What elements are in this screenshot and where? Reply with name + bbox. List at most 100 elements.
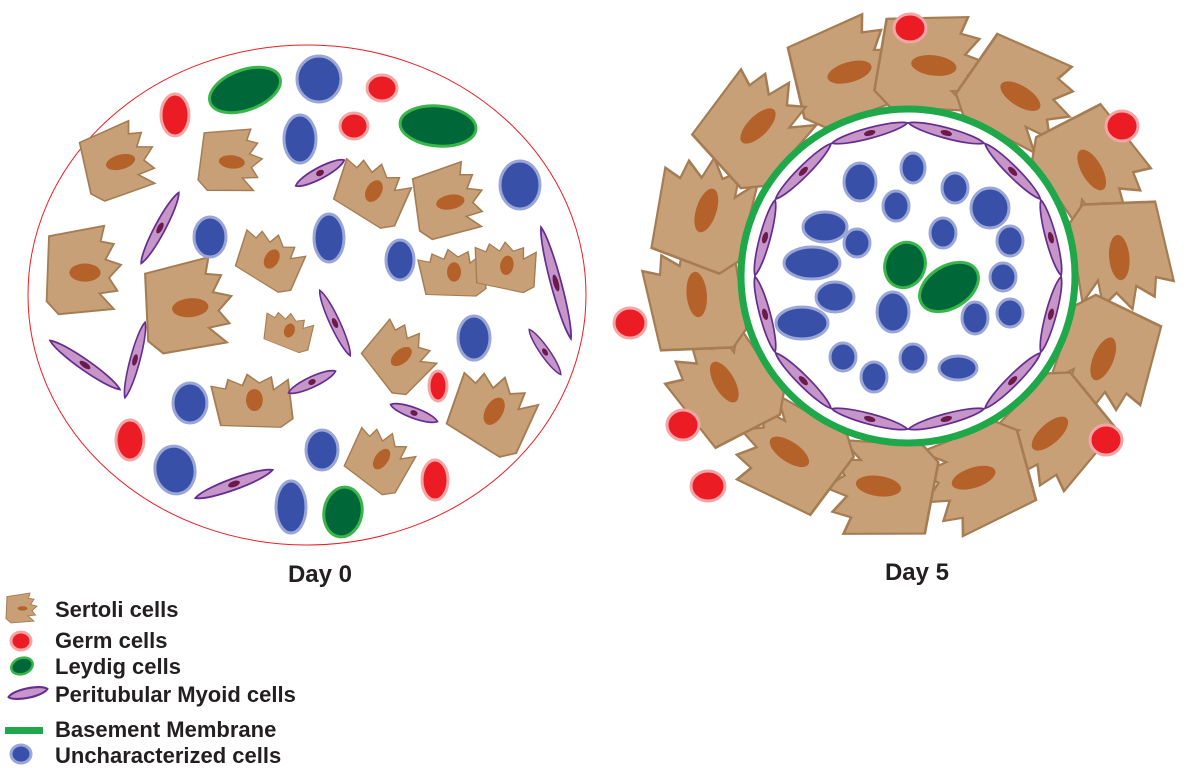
sertoli-cell [74, 115, 164, 205]
germ-cell [420, 458, 450, 502]
sertoli-cell [210, 373, 294, 429]
peritubular-myoid-cell [46, 335, 124, 395]
peritubular-myoid-cell [906, 402, 987, 436]
sertoli-cell [354, 309, 445, 402]
leydig-cell [918, 260, 980, 314]
day5-germ-cells [612, 12, 1140, 503]
peritubular-myoid-cell [119, 320, 151, 400]
uncharacterized-cell [960, 300, 990, 336]
sertoli-cell [638, 236, 750, 357]
uncharacterized-cell [899, 151, 927, 185]
peritubular-myoid-cell [748, 197, 782, 278]
day5-sertoli-ring [638, 5, 1178, 547]
uncharacterized-cell [171, 381, 209, 425]
legend-item-germ: Germ cells [9, 628, 168, 653]
legend-item-sertoli: Sertoli cells [5, 592, 179, 624]
legend-label: Basement Membrane [55, 717, 276, 742]
sertoli-cell-icon [5, 592, 38, 624]
basement-membrane-icon [5, 727, 43, 734]
sertoli-cell [468, 236, 542, 295]
uncharacterized-cell [153, 444, 197, 496]
leydig-cell [208, 65, 282, 115]
uncharacterized-cell [937, 354, 979, 382]
uncharacterized-cell [774, 305, 830, 341]
peritubular-myoid-cell [1034, 274, 1068, 355]
uncharacterized-cell [282, 113, 318, 165]
sertoli-cell [324, 147, 419, 235]
uncharacterized-cell [312, 212, 346, 264]
uncharacterized-cell [898, 342, 928, 374]
germ-cell [665, 408, 701, 442]
sertoli-cell [1022, 94, 1165, 240]
germ-cell [159, 92, 191, 138]
uncharacterized-cell [995, 224, 1025, 258]
peritubular-myoid-cell-icon [6, 683, 50, 703]
legend-item-membrane: Basement Membrane [5, 717, 276, 742]
sertoli-cell [651, 312, 794, 458]
legend-label: Uncharacterized cells [55, 743, 281, 768]
day0-label: Day 0 [288, 561, 352, 588]
uncharacterized-cell [928, 216, 958, 250]
peritubular-myoid-cell [387, 398, 441, 428]
leydig-cell [883, 240, 927, 290]
sertoli-cell [435, 357, 547, 465]
uncharacterized-cell [814, 280, 856, 314]
peritubular-myoid-cell [1034, 197, 1068, 278]
legend: Sertoli cells Germ cells Leydig cells Pe… [5, 592, 296, 768]
uncharacterized-cell [192, 215, 228, 259]
sertoli-cell [45, 224, 122, 316]
peritubular-myoid-cell [292, 154, 348, 192]
germ-cell [114, 418, 146, 462]
sertoli-cell [715, 382, 864, 528]
uncharacterized-cell [859, 360, 889, 394]
uncharacterized-cell [801, 210, 849, 244]
germ-cell [892, 12, 928, 44]
legend-item-myoid: Peritubular Myoid cells [6, 682, 296, 707]
sertoli-cell [1038, 287, 1175, 429]
uncharacterized-cell [295, 54, 343, 104]
leydig-cell-icon [10, 656, 34, 676]
legend-label: Leydig cells [55, 654, 181, 679]
germ-cell [1104, 109, 1140, 143]
sertoli-cell [907, 414, 1045, 545]
day0-panel [27, 44, 587, 546]
day5-inner-cells [748, 116, 1068, 436]
germ-cell [689, 469, 727, 503]
day0-aggregate-outline [27, 44, 587, 546]
germ-cell [365, 73, 399, 103]
uncharacterized-cell [384, 238, 416, 282]
germ-cell [338, 111, 370, 141]
sertoli-cell [780, 6, 915, 134]
day5-label: Day 5 [885, 559, 949, 586]
sertoli-cell [227, 219, 313, 298]
legend-label: Germ cells [55, 628, 168, 653]
germ-cell [612, 306, 648, 340]
peritubular-myoid-cell [192, 463, 276, 505]
peritubular-myoid-cell [829, 116, 910, 150]
uncharacterized-cell [782, 245, 842, 281]
peritubular-myoid-cell [285, 365, 339, 399]
sertoli-cell [638, 143, 768, 280]
legend-label: Sertoli cells [55, 597, 179, 622]
leydig-cell [322, 485, 364, 539]
peritubular-myoid-cell [314, 287, 356, 359]
uncharacterized-cell-icon [9, 743, 33, 765]
sertoli-cell [871, 5, 994, 120]
peritubular-myoid-cell [980, 139, 1045, 204]
day5-panel [612, 5, 1178, 547]
sertoli-cell [196, 124, 266, 196]
uncharacterized-cell [456, 314, 492, 362]
peritubular-myoid-cell [771, 139, 836, 204]
sertoli-cell [978, 360, 1128, 509]
peritubular-myoid-cell [524, 326, 566, 378]
uncharacterized-cell [940, 171, 970, 205]
uncharacterized-cell [969, 186, 1011, 230]
peritubular-myoid-cell [906, 116, 987, 150]
uncharacterized-cell [828, 341, 858, 373]
sertoli-cell [417, 248, 487, 297]
sertoli-cell [1066, 195, 1178, 316]
peritubular-myoid-cell [771, 348, 836, 413]
leydig-cell [398, 104, 478, 148]
sertoli-cell [408, 158, 490, 243]
